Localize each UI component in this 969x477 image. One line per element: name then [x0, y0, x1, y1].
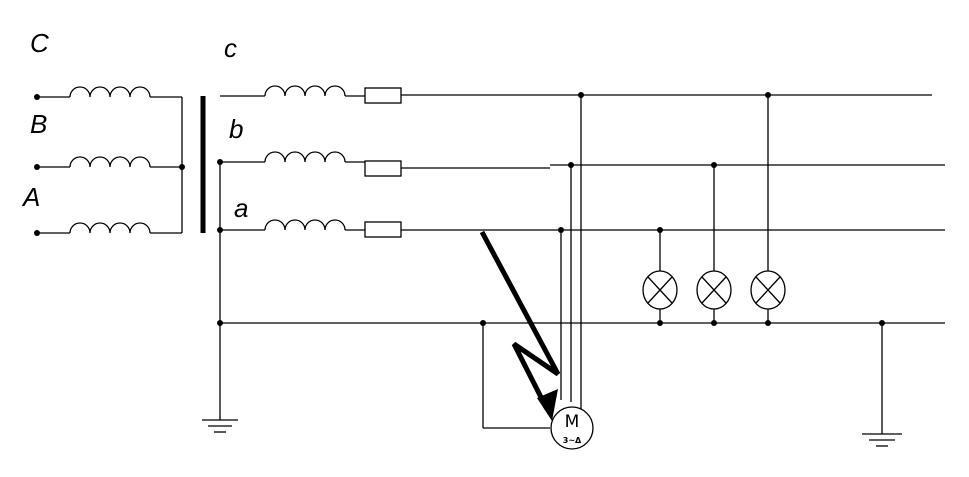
lamp-3 [750, 92, 786, 326]
secondary-coil-b [264, 151, 346, 163]
motor: M 3~Δ [550, 406, 594, 450]
primary-coil-A [69, 222, 151, 234]
fuse-b [364, 160, 402, 177]
primary-label-A: A [21, 182, 40, 212]
primary-coil-C [69, 86, 151, 98]
motor-rating: 3~Δ [563, 436, 582, 445]
lamp-2 [696, 162, 732, 326]
secondary-label-c: c [224, 33, 237, 63]
secondary-label-a: a [234, 193, 248, 223]
motor-supply-wires [558, 92, 584, 409]
motor-circle [550, 406, 594, 450]
secondary-coil-a [264, 219, 346, 231]
secondary-coil-c [264, 85, 346, 97]
lamp-1 [642, 227, 678, 326]
transformer-ground-icon [202, 419, 238, 433]
primary-coil-B [69, 156, 151, 168]
primary-winding [34, 86, 185, 236]
secondary-label-b: b [229, 114, 243, 144]
fuse-c [364, 87, 402, 104]
neutral-ground-icon [862, 433, 902, 447]
primary-label-C: C [30, 28, 49, 58]
short-circuit-arrow-icon [479, 230, 561, 421]
fuse-a [364, 221, 402, 238]
primary-label-B: B [30, 109, 47, 139]
motor-letter: M [565, 412, 580, 432]
